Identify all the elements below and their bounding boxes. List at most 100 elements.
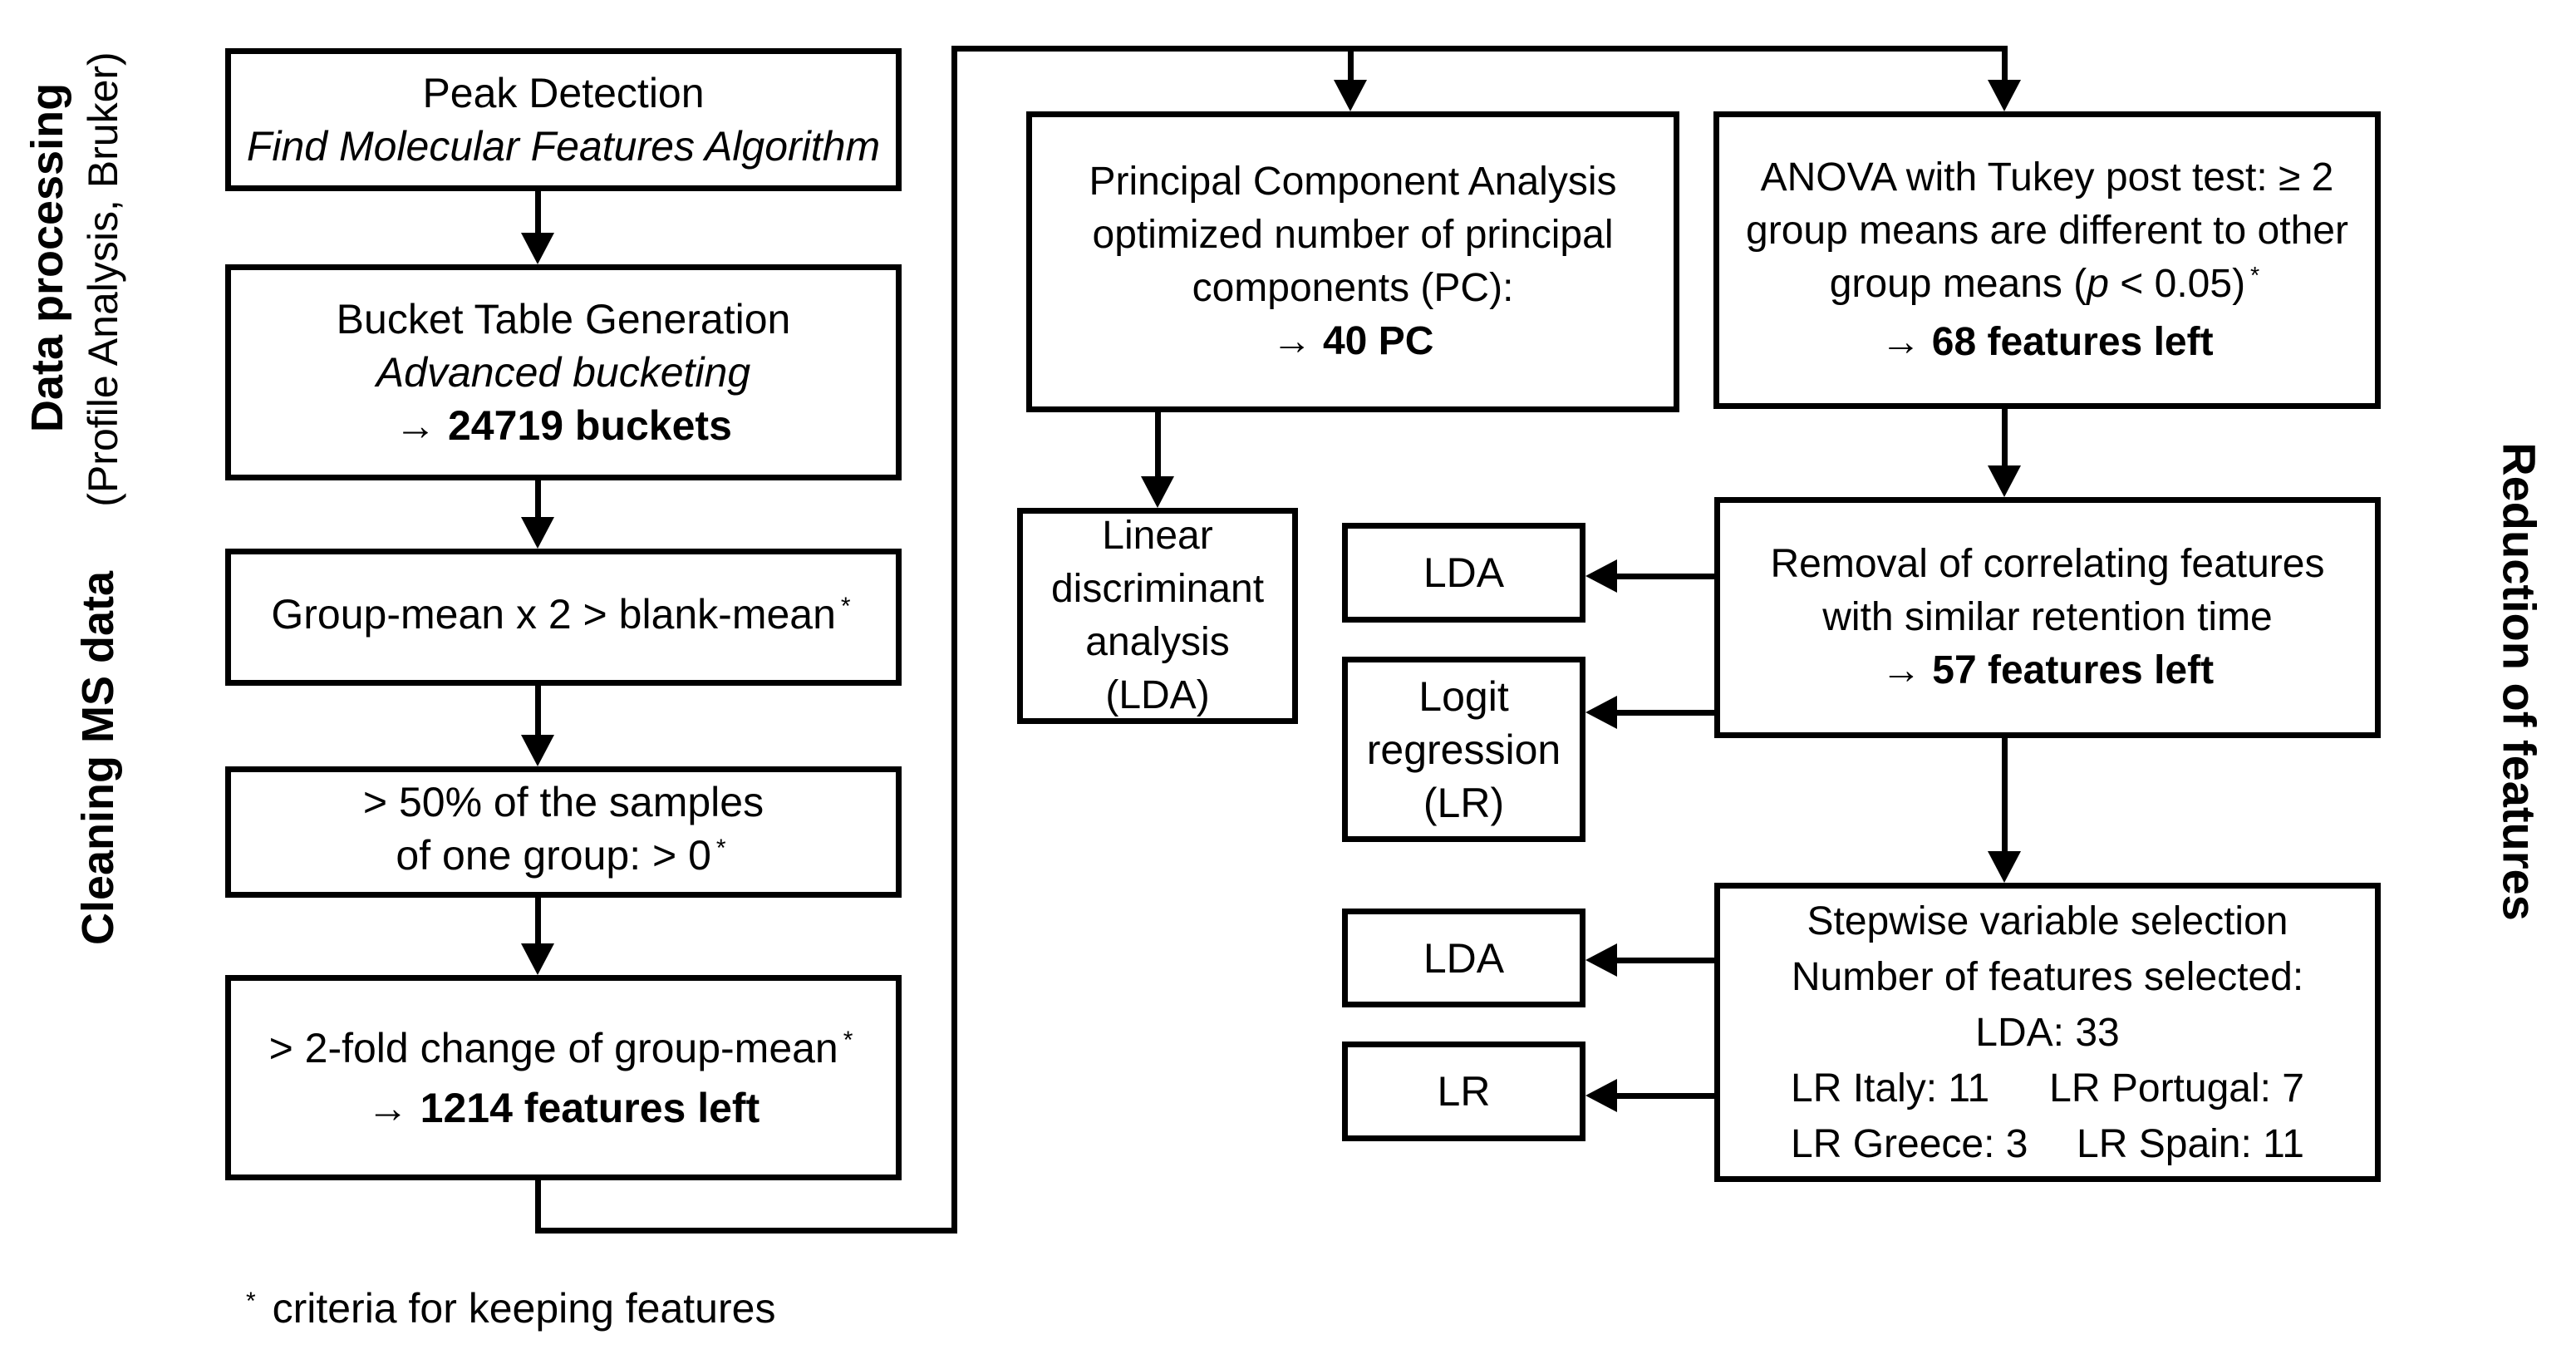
stepwise-row-italy-portugal: LR Italy: 11 LR Portugal: 7 xyxy=(1720,1061,2375,1116)
arrow-blank-to-sample-head xyxy=(521,735,554,766)
box-lr-small: LR xyxy=(1342,1042,1585,1141)
box-lda-small-bottom: LDA xyxy=(1342,909,1585,1007)
anova-asterisk: * xyxy=(2250,263,2260,290)
removal-line2: with similar retention time xyxy=(1822,595,2273,639)
arrow-blank-to-sample-line xyxy=(535,686,541,735)
arrow-removal-to-lda-line xyxy=(1617,574,1714,579)
logit-line2: regression xyxy=(1366,726,1561,773)
arrow-removal-to-logit-line xyxy=(1617,710,1714,716)
box-bucket-table: Bucket Table Generation Advanced bucketi… xyxy=(225,264,902,480)
connector-top-rail xyxy=(951,46,2008,52)
arrow-rail-to-pca-line xyxy=(1348,46,1354,80)
box-logit-regression: Logit regression (LR) xyxy=(1342,657,1585,842)
anova-result: → 68 features left xyxy=(1880,320,2214,364)
bucket-table-method: Advanced bucketing xyxy=(376,349,751,396)
arrow-anova-to-removal-head xyxy=(1988,465,2021,497)
anova-line2: group means are different to other xyxy=(1746,209,2348,253)
arrow-bucket-to-blank-head xyxy=(521,517,554,549)
footnote: * criteria for keeping features xyxy=(241,1284,775,1332)
peak-detection-title: Peak Detection xyxy=(422,70,705,116)
logit-line3: (LR) xyxy=(1423,779,1505,826)
pca-result: → 40 PC xyxy=(1271,319,1434,363)
anova-line3-pre: group means ( xyxy=(1829,262,2087,306)
arrow-pca-to-lda-line xyxy=(1155,412,1161,476)
sample-filter-line1: > 50% of the samples xyxy=(362,779,764,825)
fold-change-result: → 1214 features left xyxy=(366,1084,760,1131)
pca-line1: Principal Component Analysis xyxy=(1089,160,1617,204)
lda-small-top-label: LDA xyxy=(1423,549,1505,596)
box-peak-detection: Peak Detection Find Molecular Features A… xyxy=(225,48,902,191)
arrow-peak-to-bucket-head xyxy=(521,233,554,264)
arrow-sample-to-fold-line xyxy=(535,898,541,943)
lda-full-line3: analysis xyxy=(1085,620,1230,664)
box-blank-filter: Group-mean x 2 > blank-mean* xyxy=(225,549,902,686)
arrow-removal-to-stepwise-line xyxy=(2002,738,2008,851)
arrow-stepwise-to-lda-head xyxy=(1585,943,1617,977)
arrow-anova-to-removal-line xyxy=(2002,409,2008,465)
footnote-text: criteria for keeping features xyxy=(260,1285,776,1332)
box-pca: Principal Component Analysis optimized n… xyxy=(1026,111,1679,412)
box-stepwise: Stepwise variable selection Number of fe… xyxy=(1714,883,2381,1182)
box-removal: Removal of correlating features with sim… xyxy=(1714,497,2381,738)
pca-line3: components (PC): xyxy=(1192,266,1514,310)
lda-full-line4: (LDA) xyxy=(1105,673,1210,717)
fold-change-asterisk: * xyxy=(843,1027,853,1054)
removal-line1: Removal of correlating features xyxy=(1770,542,2325,586)
side-label-profile-analysis: (Profile Analysis, Bruker) xyxy=(80,52,126,507)
arrow-stepwise-to-lda-line xyxy=(1617,958,1714,963)
blank-filter-text: Group-mean x 2 > blank-mean xyxy=(271,590,836,638)
box-anova: ANOVA with Tukey post test: ≥ 2 group me… xyxy=(1713,111,2381,409)
arrow-rail-to-anova-head xyxy=(1988,80,2021,111)
peak-detection-algorithm: Find Molecular Features Algorithm xyxy=(246,123,881,170)
footnote-asterisk: * xyxy=(246,1287,256,1315)
stepwise-lr-italy: LR Italy: 11 xyxy=(1791,1066,1990,1110)
logit-line1: Logit xyxy=(1418,672,1509,720)
stepwise-lr-portugal: LR Portugal: 7 xyxy=(2049,1066,2304,1110)
box-lda-full: Linear discriminant analysis (LDA) xyxy=(1017,508,1298,724)
connector-bottom-horizontal xyxy=(535,1228,957,1234)
sample-filter-text: of one group: > 0 xyxy=(396,832,711,879)
bucket-table-result: → 24719 buckets xyxy=(395,402,732,449)
arrow-stepwise-to-lr-line xyxy=(1617,1093,1714,1099)
pca-line2: optimized number of principal xyxy=(1092,213,1614,257)
arrow-pca-to-lda-head xyxy=(1141,476,1174,508)
arrow-bucket-to-blank-line xyxy=(535,480,541,517)
sample-filter-line2: of one group: > 0* xyxy=(396,829,730,889)
fold-change-line1: > 2-fold change of group-mean* xyxy=(269,1022,858,1081)
side-label-data-processing: Data processing xyxy=(22,82,72,433)
stepwise-lr-greece: LR Greece: 3 xyxy=(1791,1121,2028,1166)
connector-fold-exit-vertical xyxy=(535,1180,541,1233)
anova-line3-post: < 0.05) xyxy=(2108,262,2246,306)
anova-line1: ANOVA with Tukey post test: ≥ 2 xyxy=(1760,155,2334,199)
stepwise-line2: Number of features selected: xyxy=(1791,954,2304,999)
box-sample-filter: > 50% of the samples of one group: > 0* xyxy=(225,766,902,898)
lda-full-line2: discriminant xyxy=(1050,567,1265,611)
lda-full-line1: Linear xyxy=(1102,514,1213,558)
blank-filter-line: Group-mean x 2 > blank-mean* xyxy=(271,588,855,648)
fold-change-text: > 2-fold change of group-mean xyxy=(268,1024,838,1071)
box-fold-change: > 2-fold change of group-mean* → 1214 fe… xyxy=(225,975,902,1180)
lda-small-bottom-label: LDA xyxy=(1423,934,1505,982)
arrow-stepwise-to-lr-head xyxy=(1585,1079,1617,1112)
side-label-reduction-of-features: Reduction of features xyxy=(2493,442,2546,921)
box-lda-small-top: LDA xyxy=(1342,523,1585,623)
bucket-table-title: Bucket Table Generation xyxy=(336,296,791,342)
side-label-cleaning-ms-data: Cleaning MS data xyxy=(73,570,123,946)
arrow-sample-to-fold-head xyxy=(521,943,554,975)
blank-filter-asterisk: * xyxy=(840,593,851,620)
stepwise-lda-count: LDA: 33 xyxy=(1975,1010,2120,1055)
lr-small-label: LR xyxy=(1437,1068,1491,1115)
arrow-removal-to-logit-head xyxy=(1585,696,1617,729)
anova-p-symbol: p xyxy=(2087,262,2109,306)
stepwise-row-greece-spain: LR Greece: 3 LR Spain: 11 xyxy=(1720,1116,2375,1172)
sample-filter-asterisk: * xyxy=(715,834,726,862)
stepwise-line1: Stepwise variable selection xyxy=(1807,899,2288,943)
stepwise-lr-spain: LR Spain: 11 xyxy=(2077,1121,2304,1166)
arrow-peak-to-bucket-line xyxy=(535,191,541,233)
anova-line3: group means (p < 0.05)* xyxy=(1830,258,2265,316)
arrow-removal-to-lda-head xyxy=(1585,559,1617,593)
arrow-removal-to-stepwise-head xyxy=(1988,851,2021,883)
removal-result: → 57 features left xyxy=(1880,648,2215,692)
arrow-rail-to-pca-head xyxy=(1334,80,1367,111)
